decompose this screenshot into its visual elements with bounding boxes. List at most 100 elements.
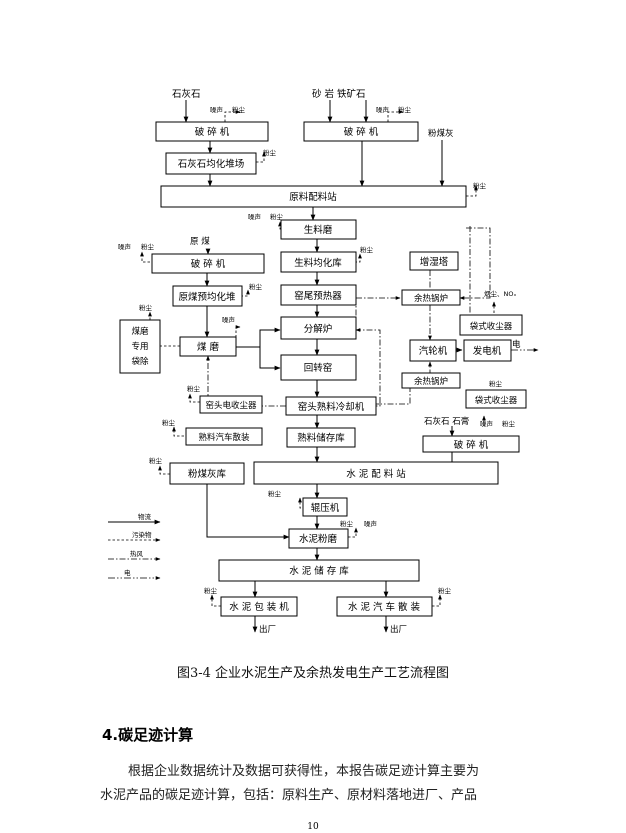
svg-text:汽轮机: 汽轮机 xyxy=(419,345,448,357)
svg-text:粉尘: 粉尘 xyxy=(232,105,246,114)
box-whb-1: 余热锅炉 xyxy=(401,289,461,306)
svg-text:出厂: 出厂 xyxy=(390,624,407,635)
process-flow-diagram: 破 碎 机 破 碎 机 石灰石均化堆场 原料配料站 生料磨 生料均化库 破 碎 … xyxy=(108,88,539,635)
svg-text:粉尘: 粉尘 xyxy=(473,181,487,190)
svg-text:噪声: 噪声 xyxy=(222,315,236,324)
svg-text:破 碎 机: 破 碎 机 xyxy=(191,258,226,270)
svg-text:粉尘: 粉尘 xyxy=(398,105,412,114)
box-roller-press: 辊压机 xyxy=(302,497,348,517)
box-kiln: 回转窑 xyxy=(280,354,357,381)
svg-text:噪声: 噪声 xyxy=(248,212,262,221)
svg-text:粉尘: 粉尘 xyxy=(187,384,201,393)
svg-text:出厂: 出厂 xyxy=(259,624,276,635)
svg-text:砂 岩 铁矿石: 砂 岩 铁矿石 xyxy=(312,88,366,100)
box-cement-mill: 水泥粉磨 xyxy=(288,528,349,549)
svg-text:破 碎 机: 破 碎 机 xyxy=(344,126,379,138)
svg-text:破 碎 机: 破 碎 机 xyxy=(195,126,230,138)
box-clinker-cooler: 窑头熟料冷却机 xyxy=(285,396,377,416)
svg-text:回转窑: 回转窑 xyxy=(304,362,333,374)
svg-text:噪声: 噪声 xyxy=(118,242,132,251)
svg-text:水泥粉磨: 水泥粉磨 xyxy=(299,533,338,545)
svg-text:袋式收尘器: 袋式收尘器 xyxy=(475,395,518,406)
svg-text:石灰石: 石灰石 xyxy=(172,88,201,100)
svg-text:粉尘: 粉尘 xyxy=(162,418,176,427)
svg-text:粉尘: 粉尘 xyxy=(270,212,284,221)
svg-text:破 碎 机: 破 碎 机 xyxy=(454,439,489,451)
svg-text:粉尘: 粉尘 xyxy=(204,586,218,595)
svg-text:石灰石均化堆场: 石灰石均化堆场 xyxy=(178,158,245,170)
svg-text:噪声: 噪声 xyxy=(364,519,378,528)
box-generator: 发电机 xyxy=(463,339,512,362)
svg-text:水 泥 储 存 库: 水 泥 储 存 库 xyxy=(289,565,349,577)
svg-text:粉尘: 粉尘 xyxy=(438,586,452,595)
svg-text:原 煤: 原 煤 xyxy=(190,236,210,247)
svg-text:专用: 专用 xyxy=(131,341,148,352)
box-raw-batching: 原料配料站 xyxy=(160,185,467,208)
svg-text:熟料汽车散装: 熟料汽车散装 xyxy=(198,432,250,443)
svg-text:粉尘: 粉尘 xyxy=(340,519,354,528)
svg-text:粉尘: 粉尘 xyxy=(139,303,153,312)
box-kiln-head-esp: 窑头电收尘器 xyxy=(199,395,263,414)
svg-text:粉尘: 粉尘 xyxy=(141,242,155,251)
box-cement-pack: 水 泥 包 装 机 xyxy=(220,596,298,617)
svg-text:粉煤灰: 粉煤灰 xyxy=(428,128,454,139)
svg-text:噪声: 噪声 xyxy=(376,105,390,114)
section-heading: 4.碳足迹计算 xyxy=(102,726,194,744)
box-flyash-storage: 粉煤灰库 xyxy=(169,462,245,485)
svg-text:生料磨: 生料磨 xyxy=(304,224,333,236)
svg-text:石灰石 石膏: 石灰石 石膏 xyxy=(424,416,469,427)
svg-text:余热锅炉: 余热锅炉 xyxy=(414,293,448,304)
page-number: 10 xyxy=(307,822,319,832)
svg-text:电: 电 xyxy=(124,568,131,577)
box-calciner: 分解炉 xyxy=(280,316,357,340)
box-turbine: 汽轮机 xyxy=(409,339,457,362)
box-crusher-4: 破 碎 机 xyxy=(422,435,520,453)
box-crusher-2: 破 碎 机 xyxy=(303,121,419,142)
svg-text:发电机: 发电机 xyxy=(473,345,502,357)
svg-text:窑头熟料冷却机: 窑头熟料冷却机 xyxy=(298,401,365,413)
svg-text:粉煤灰库: 粉煤灰库 xyxy=(188,468,227,480)
figure-caption: 图3-4 企业水泥生产及余热发电生产工艺流程图 xyxy=(176,666,450,681)
svg-text:分解炉: 分解炉 xyxy=(304,323,333,335)
box-raw-mill: 生料磨 xyxy=(280,219,357,240)
svg-text:粉尘: 粉尘 xyxy=(489,379,503,388)
svg-text:污染物: 污染物 xyxy=(132,530,152,539)
svg-text:粉尘: 粉尘 xyxy=(360,245,374,254)
svg-text:原料配料站: 原料配料站 xyxy=(289,191,337,203)
box-clinker-truck: 熟料汽车散装 xyxy=(185,427,263,446)
box-coal-mill: 煤 磨 xyxy=(179,336,237,357)
svg-text:水 泥 包 装 机: 水 泥 包 装 机 xyxy=(229,601,289,613)
box-bag-filter-1: 袋式收尘器 xyxy=(459,314,523,336)
svg-text:粉尘: 粉尘 xyxy=(502,419,516,428)
box-limestone-yard: 石灰石均化堆场 xyxy=(165,152,257,175)
svg-text:袋除: 袋除 xyxy=(131,356,149,367)
svg-text:热风: 热风 xyxy=(130,549,144,558)
box-humidifier: 增湿塔 xyxy=(409,251,459,271)
svg-text:煤磨: 煤磨 xyxy=(131,326,149,337)
svg-text:窑尾预热器: 窑尾预热器 xyxy=(294,290,342,302)
svg-text:噪声: 噪声 xyxy=(480,419,494,428)
svg-text:水 泥 汽 车 散 装: 水 泥 汽 车 散 装 xyxy=(348,601,421,613)
body-paragraph-line-1: 根据企业数据统计及数据可获得性，本报告碳足迹计算主要为 xyxy=(128,764,480,779)
box-cement-storage: 水 泥 储 存 库 xyxy=(218,559,420,582)
box-cement-batching: 水 泥 配 料 站 xyxy=(253,461,499,485)
box-clinker-storage: 熟料储存库 xyxy=(286,427,356,448)
box-coal-mill-bag-filter: 煤磨 专用 袋除 xyxy=(119,319,161,374)
svg-text:煤 磨: 煤 磨 xyxy=(197,341,220,353)
svg-text:水 泥 配 料 站: 水 泥 配 料 站 xyxy=(346,468,406,480)
box-cement-truck: 水 泥 汽 车 散 装 xyxy=(336,596,433,617)
svg-text:袋式收尘器: 袋式收尘器 xyxy=(470,321,513,332)
svg-text:辊压机: 辊压机 xyxy=(311,502,340,514)
svg-text:烟尘、NOₓ: 烟尘、NOₓ xyxy=(484,289,516,298)
svg-text:粉尘: 粉尘 xyxy=(249,282,263,291)
box-preheater: 窑尾预热器 xyxy=(280,284,357,306)
input-labels: 石灰石 砂 岩 铁矿石 粉煤灰 原 煤 石灰石 石膏 电 出厂 出厂 烟尘、NO… xyxy=(172,88,521,635)
svg-text:余热锅炉: 余热锅炉 xyxy=(414,376,448,387)
svg-text:窑头电收尘器: 窑头电收尘器 xyxy=(205,400,257,411)
svg-text:噪声: 噪声 xyxy=(210,105,224,114)
svg-text:物流: 物流 xyxy=(138,512,152,521)
svg-text:粉尘: 粉尘 xyxy=(149,456,163,465)
legend: 物流 污染物 热风 电 xyxy=(108,512,161,580)
svg-text:粉尘: 粉尘 xyxy=(263,148,277,157)
box-whb-2: 余热锅炉 xyxy=(401,372,461,389)
